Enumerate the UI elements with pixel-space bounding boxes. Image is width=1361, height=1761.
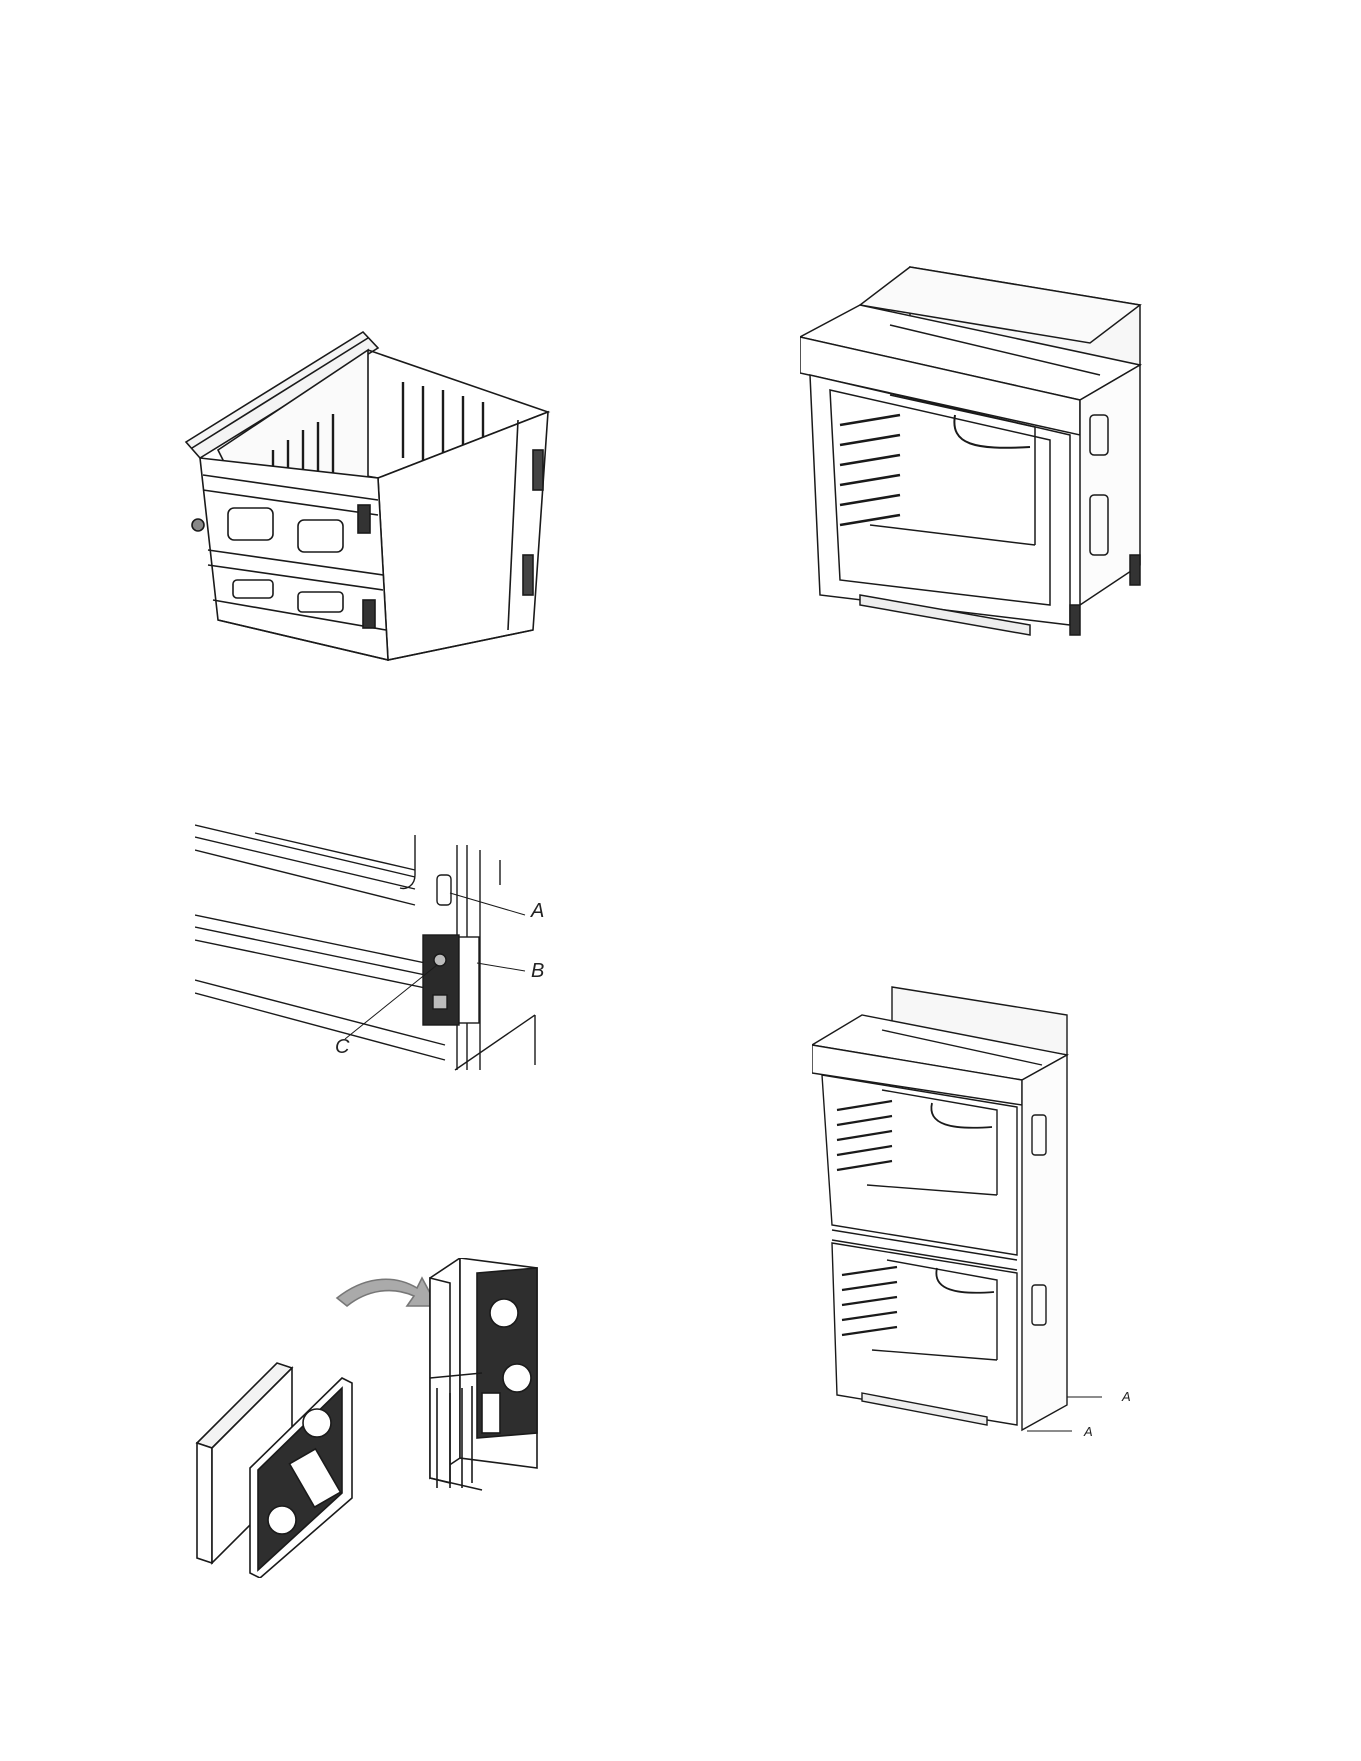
figure-open-oven-cavity [178, 330, 578, 720]
callout-a-lower: A [1084, 1425, 1093, 1438]
callout-c: C [335, 1037, 349, 1057]
figure-double-wall-oven: A A [812, 985, 1142, 1455]
figure-single-wall-oven [800, 265, 1170, 645]
vent-panel-drawing [192, 1258, 572, 1578]
figure-bracket-detail: A B C [195, 815, 575, 1080]
bracket-detail-drawing [195, 815, 555, 1075]
rotate-arrow-icon [337, 1278, 437, 1306]
single-oven-drawing [800, 265, 1170, 645]
callout-a-upper: A [1122, 1390, 1131, 1403]
oven-cavity-drawing [178, 330, 578, 720]
figure-vent-panel-assembly [192, 1258, 572, 1578]
callout-a: A [531, 901, 544, 921]
double-oven-drawing [812, 985, 1112, 1445]
callout-b: B [531, 961, 544, 981]
